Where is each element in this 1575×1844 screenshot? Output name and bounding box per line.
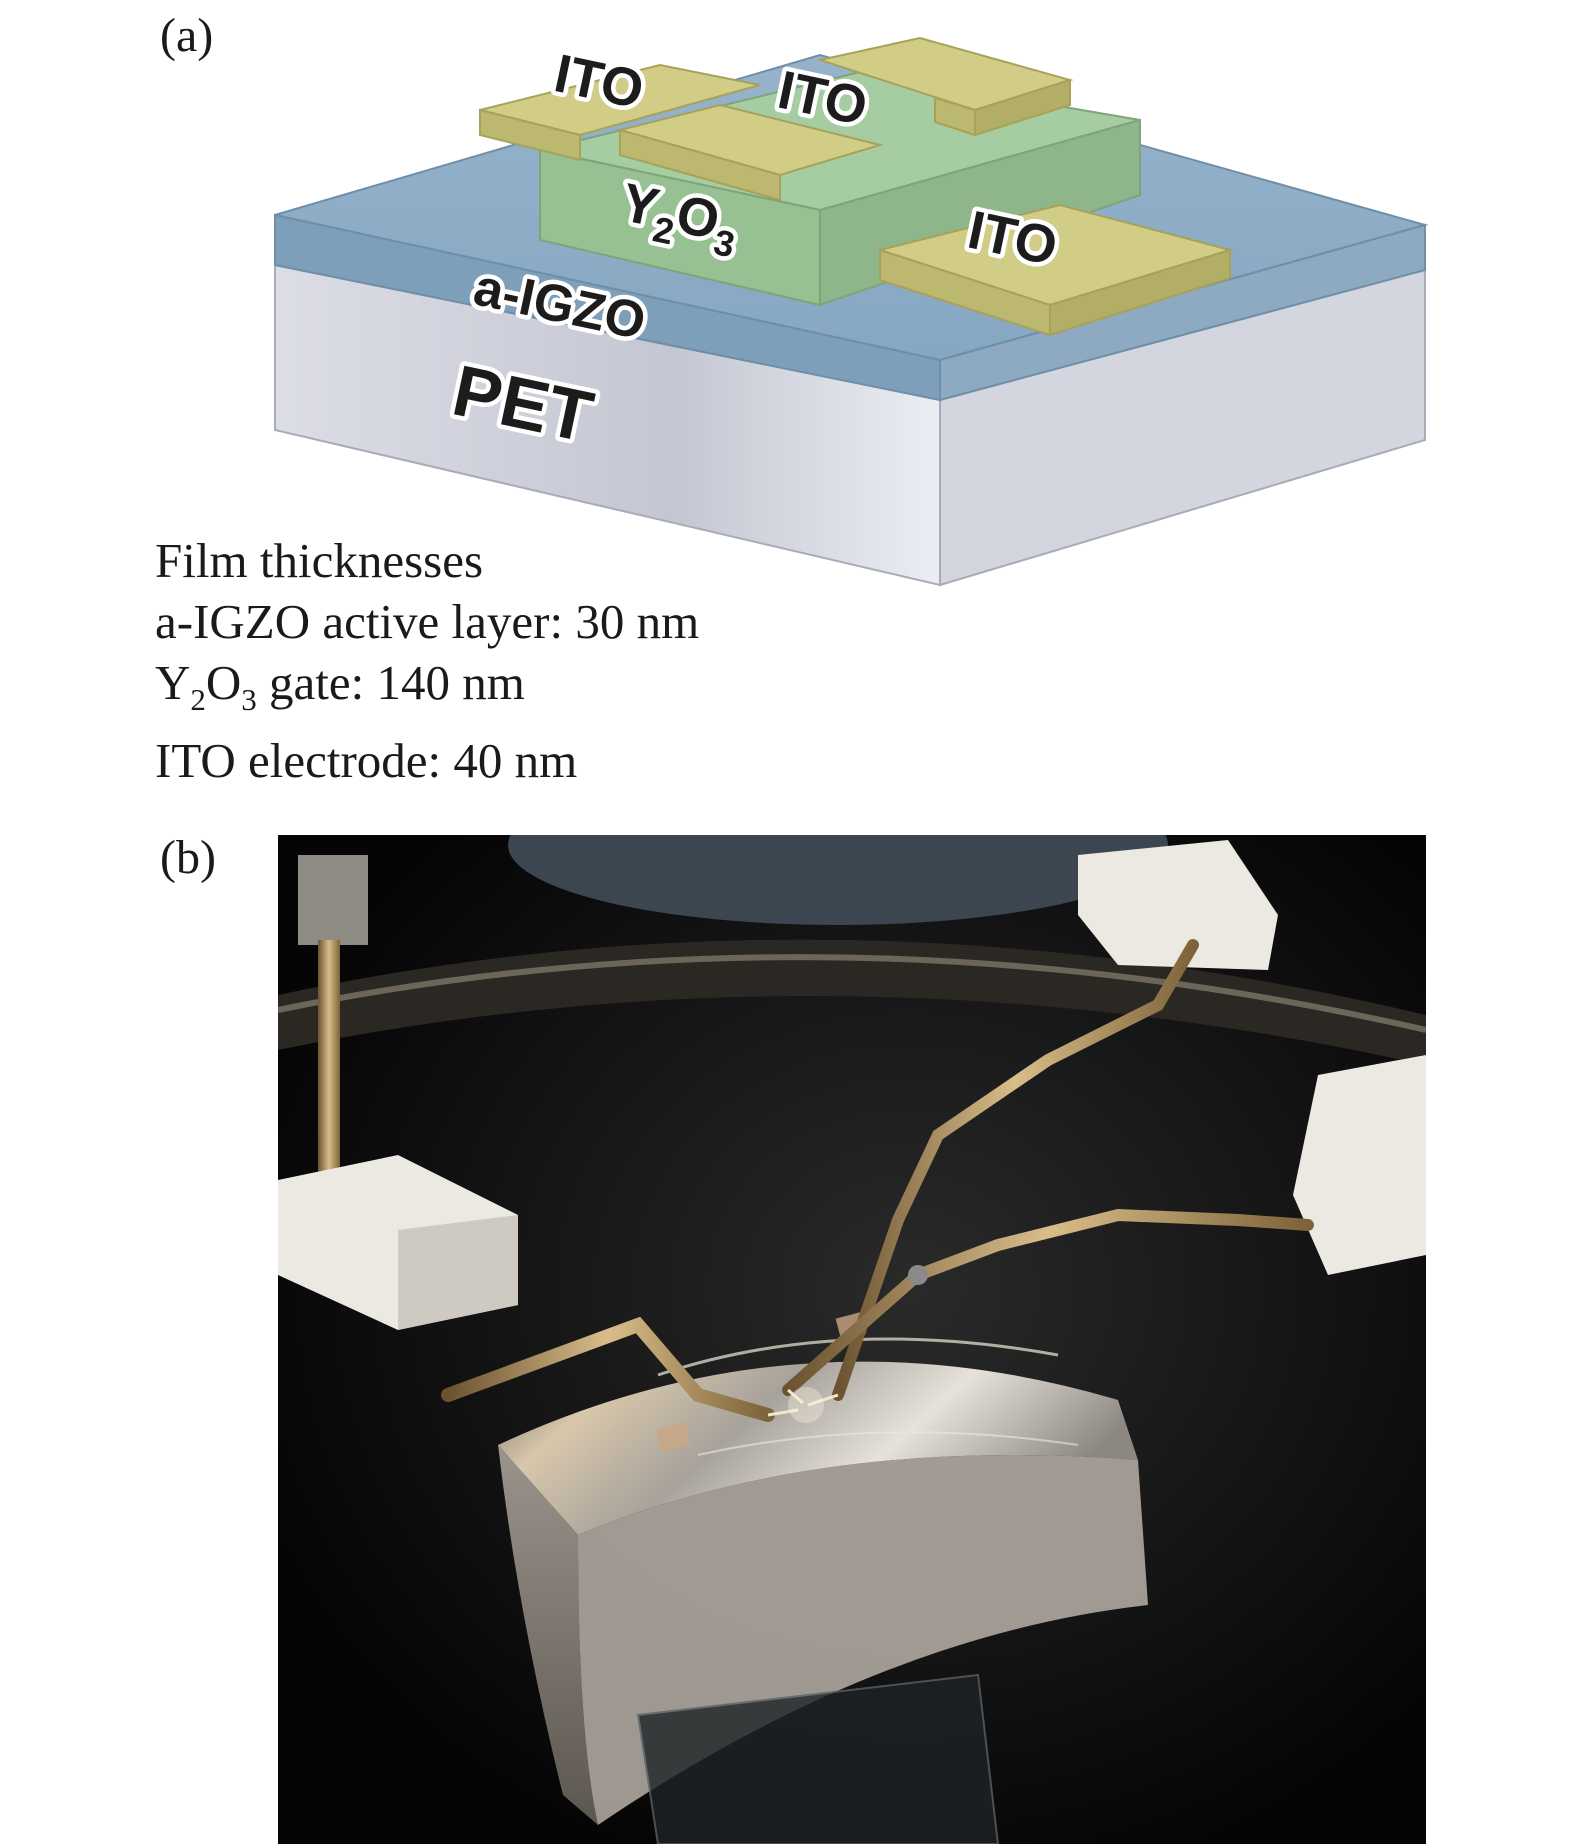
panel-b-label: (b)	[160, 831, 216, 884]
ito-left-front	[479, 108, 581, 162]
ito-right-side	[1049, 248, 1231, 337]
probe-station-photo	[278, 835, 1426, 1844]
probe-needle-left	[441, 1316, 775, 1422]
probe-post-left	[298, 855, 368, 945]
igzo-right-face	[939, 223, 1426, 402]
bending-fixture-front	[498, 1445, 598, 1825]
stage-ring	[278, 939, 1426, 1065]
panel-a-label: (a)	[160, 9, 214, 62]
device-schematic: ITO ITO ITO Y2O3 a-IGZO PET	[274, 36, 1429, 587]
thickness-y2o3: Y2O3 gate: 140 nm	[155, 655, 525, 717]
microscope-lens	[508, 835, 1168, 925]
probe-holder-top-right	[1078, 840, 1278, 970]
probe-holder-right	[1293, 1055, 1426, 1275]
thickness-igzo: a-IGZO active layer: 30 nm	[155, 594, 700, 649]
ito-gate-front	[619, 128, 781, 202]
probe-needle-center	[832, 939, 1199, 1401]
ito-back-right	[974, 78, 1071, 137]
thickness-heading: Film thicknesses	[155, 533, 484, 588]
probe-needle-right	[782, 1208, 1314, 1396]
glass-slide	[636, 1673, 1000, 1844]
photo-illustration	[278, 835, 1426, 1844]
film-thickness-list: Film thicknesses a-IGZO active layer: 30…	[155, 530, 699, 791]
bending-fixture-top	[498, 1361, 1138, 1535]
thickness-ito: ITO electrode: 40 nm	[155, 732, 578, 788]
